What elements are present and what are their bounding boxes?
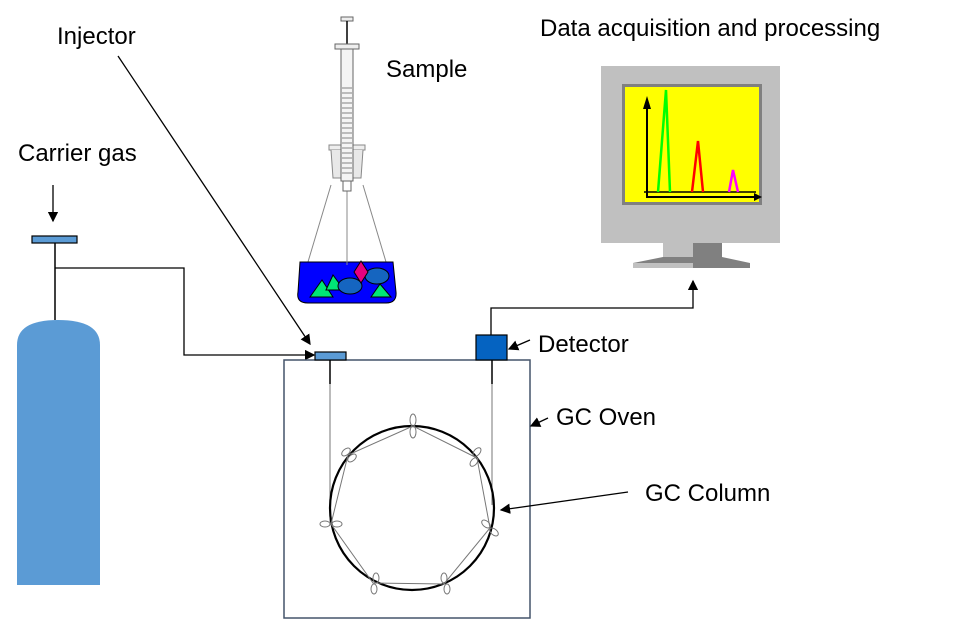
- injector: [314, 351, 347, 361]
- data-acquisition-label: Data acquisition and processing: [540, 15, 880, 42]
- injector-label: Injector: [57, 23, 136, 50]
- computer-monitor: [601, 66, 780, 268]
- gc-oven-label: GC Oven: [556, 404, 656, 431]
- detector-arrow: [507, 339, 531, 351]
- sample-flask: [297, 144, 397, 304]
- cylinder-valve: [31, 235, 78, 244]
- peak-magenta: [727, 169, 740, 193]
- peak-green: [656, 89, 672, 193]
- gas-line: [55, 267, 316, 361]
- gc-column-label: GC Column: [645, 480, 770, 507]
- gas-cylinder: [17, 235, 100, 585]
- gc-oven-arrow: [529, 417, 549, 427]
- carrier-gas-label: Carrier gas: [18, 140, 137, 167]
- gc-column-arrow: [499, 491, 629, 514]
- peak-red: [690, 140, 705, 193]
- sample-label: Sample: [386, 56, 467, 83]
- detector-label: Detector: [538, 331, 629, 358]
- injector-arrow: [117, 55, 311, 346]
- gc-oven: [283, 359, 531, 619]
- detector: [475, 334, 508, 361]
- gc-column: [319, 413, 499, 595]
- syringe: [334, 16, 360, 265]
- signal-line: [490, 279, 699, 335]
